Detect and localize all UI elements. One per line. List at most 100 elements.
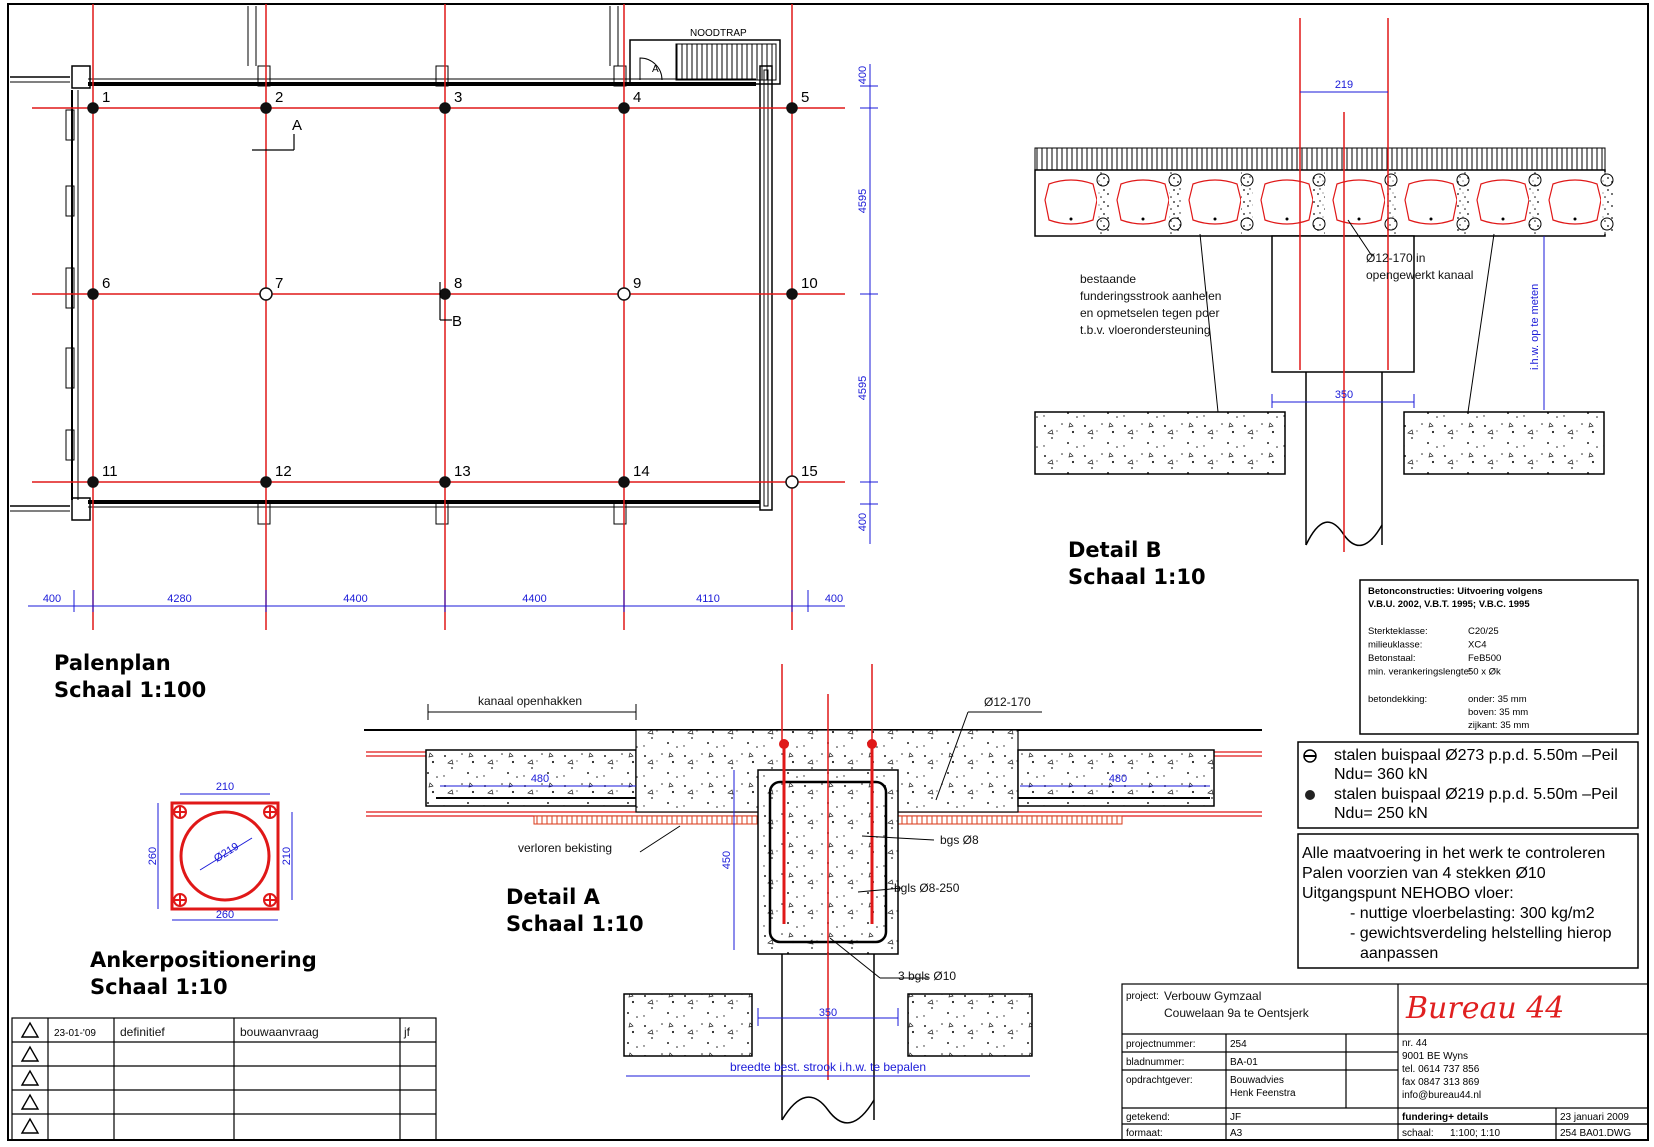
detail-a-rebar-label: Ø12-170 bbox=[984, 695, 1031, 709]
drawing-file: 254 BA01.DWG bbox=[1560, 1128, 1631, 1139]
pile-marker bbox=[87, 288, 99, 300]
note-4: - gewichtsverdeling helstelling hierop bbox=[1350, 925, 1612, 942]
pile-number: 13 bbox=[454, 463, 471, 480]
bladnummer: BA-01 bbox=[1230, 1057, 1258, 1068]
pile-number: 14 bbox=[633, 463, 650, 480]
detail-a: kanaal openhakken Ø12-170 verloren bekis… bbox=[364, 664, 1262, 1124]
detail-b-note-rebar: Ø12-170 in opengewerkt kanaal bbox=[1366, 251, 1473, 282]
dim-horizontal: 4110 bbox=[696, 593, 720, 605]
detail-a-bgs8-label: bgs Ø8 bbox=[940, 833, 979, 847]
project-name: Verbouw Gymzaal bbox=[1164, 989, 1261, 1003]
revision-triangle-icon bbox=[20, 1021, 40, 1038]
pile-number: 3 bbox=[454, 89, 462, 106]
pile-marker bbox=[786, 288, 798, 300]
dim-horizontal: 400 bbox=[43, 593, 61, 605]
detail-b-dim-top: 219 bbox=[1335, 79, 1353, 91]
palenplan-scale: Schaal 1:100 bbox=[54, 678, 206, 702]
projectnummer: 254 bbox=[1230, 1039, 1247, 1050]
spec-key: Betonstaal: bbox=[1368, 653, 1416, 664]
detail-a-dim-480-right: 480 bbox=[1109, 773, 1127, 785]
pile-marker bbox=[617, 287, 631, 301]
revision-triangle-icon bbox=[20, 1117, 40, 1134]
detail-a-bgs8-250-label: bgls Ø8-250 bbox=[894, 881, 960, 895]
detail-a-dim-vert: 450 bbox=[721, 851, 733, 869]
dim-vertical: 4595 bbox=[857, 376, 869, 400]
pile-number: 8 bbox=[454, 275, 462, 292]
dim-horizontal: 4400 bbox=[343, 593, 367, 605]
getekend: JF bbox=[1230, 1112, 1241, 1123]
note-3: - nuttige vloerbelasting: 300 kg/m2 bbox=[1350, 905, 1595, 922]
legend-line-2: stalen buispaal Ø219 p.p.d. 5.50m –Peil bbox=[1334, 786, 1618, 803]
spec-key: min. verankeringslengte: bbox=[1368, 667, 1472, 678]
anker-dim-right: 210 bbox=[281, 847, 293, 865]
drawing-subject: fundering+ details bbox=[1402, 1112, 1489, 1123]
projectnummer-label: projectnummer: bbox=[1126, 1039, 1195, 1050]
project-label: project: bbox=[1126, 991, 1159, 1002]
pile-number: 9 bbox=[633, 275, 641, 292]
dim-vertical: 400 bbox=[857, 513, 869, 531]
detail-b-scale: Schaal 1:10 bbox=[1068, 565, 1206, 589]
spec-key: milieuklasse: bbox=[1368, 640, 1422, 651]
pile-number: 7 bbox=[275, 275, 283, 292]
formaat: A3 bbox=[1230, 1128, 1243, 1139]
dim-horizontal: 4400 bbox=[522, 593, 546, 605]
anker-title: Ankerpositionering bbox=[90, 948, 317, 972]
detail-b-title: Detail B bbox=[1068, 538, 1162, 562]
spec-value: XC4 bbox=[1468, 640, 1486, 651]
spec-dekking-0: onder: 35 mm bbox=[1468, 694, 1527, 705]
formaat-label: formaat: bbox=[1126, 1128, 1163, 1139]
note-0: Alle maatvoering in het werk te controle… bbox=[1302, 845, 1605, 862]
revision-triangle-icon bbox=[20, 1069, 40, 1086]
bureau-logo: Bureau 44 bbox=[1405, 991, 1564, 1026]
spec-value: FeB500 bbox=[1468, 653, 1501, 664]
title-block: project: Verbouw Gymzaal Couwelaan 9a te… bbox=[1121, 983, 1649, 1141]
dim-vertical: 400 bbox=[857, 66, 869, 84]
office-address: nr. 44 9001 BE Wyns tel. 0614 737 856 fa… bbox=[1402, 1038, 1482, 1101]
hollow-core-slab bbox=[1044, 172, 1614, 234]
revision-author: jf bbox=[403, 1025, 411, 1039]
detail-b: 219 350 i.h.w. op te meten bestaande fun… bbox=[1034, 18, 1614, 589]
section-a-label: A bbox=[292, 117, 302, 134]
spec-dekking-1: boven: 35 mm bbox=[1468, 707, 1528, 718]
pile-number: 15 bbox=[801, 463, 818, 480]
opdrachtgever-1: Henk Feenstra bbox=[1230, 1088, 1296, 1099]
revision-date: 23-01-'09 bbox=[54, 1028, 96, 1039]
detail-a-scale: Schaal 1:10 bbox=[506, 912, 644, 936]
spec-box: Betonconstructies: Uitvoering volgens V.… bbox=[1359, 579, 1639, 735]
pile-marker bbox=[87, 476, 99, 488]
legend-line-1: Ndu= 360 kN bbox=[1334, 766, 1428, 783]
project-address: Couwelaan 9a te Oentsjerk bbox=[1164, 1006, 1310, 1020]
dim-horizontal: 400 bbox=[825, 593, 843, 605]
detail-b-note-right: i.h.w. op te meten bbox=[1529, 284, 1541, 370]
pile-marker bbox=[618, 102, 630, 114]
revision-purpose: bouwaanvraag bbox=[240, 1025, 319, 1039]
palenplan-title: Palenplan bbox=[54, 651, 171, 675]
sheet-border bbox=[7, 3, 1649, 1141]
spec-dekking-2: zijkant: 35 mm bbox=[1468, 720, 1529, 731]
legend-line-3: Ndu= 250 kN bbox=[1334, 805, 1428, 822]
pile-number: 10 bbox=[801, 275, 818, 292]
general-notes: Alle maatvoering in het werk te controle… bbox=[1297, 833, 1639, 969]
revision-table: 23-01-'09 definitief bouwaanvraag jf bbox=[11, 1017, 437, 1141]
anker-dim-left: 260 bbox=[147, 847, 159, 865]
pile-number: 12 bbox=[275, 463, 292, 480]
detail-b-dim-bottom: 350 bbox=[1335, 389, 1353, 401]
pile-number: 4 bbox=[633, 89, 641, 106]
pile-marker bbox=[260, 476, 272, 488]
note-1: Palen voorzien van 4 stekken Ø10 bbox=[1302, 865, 1546, 882]
anker-dim-bottom: 260 bbox=[216, 909, 234, 921]
spec-dekking-label: betondekking: bbox=[1368, 694, 1427, 705]
detail-b-note-left: bestaande funderingsstrook aanhelen en o… bbox=[1080, 272, 1225, 337]
spec-value: 50 x Øk bbox=[1468, 667, 1501, 678]
pile-marker bbox=[439, 102, 451, 114]
detail-a-breedte-label: breedte best. strook i.h.w. te bepalen bbox=[730, 1060, 926, 1074]
getekend-label: getekend: bbox=[1126, 1112, 1170, 1123]
pile-number: 2 bbox=[275, 89, 283, 106]
revision-triangle-icon bbox=[20, 1093, 40, 1110]
ankerpositionering: 210 260 260 210 Ø219 Ankerpositionering … bbox=[90, 781, 317, 999]
stair-label: NOODTRAP bbox=[690, 28, 747, 39]
anker-scale: Schaal 1:10 bbox=[90, 975, 228, 999]
dim-horizontal: 4280 bbox=[167, 593, 191, 605]
pile-legend: stalen buispaal Ø273 p.p.d. 5.50m –Peil … bbox=[1297, 741, 1639, 829]
